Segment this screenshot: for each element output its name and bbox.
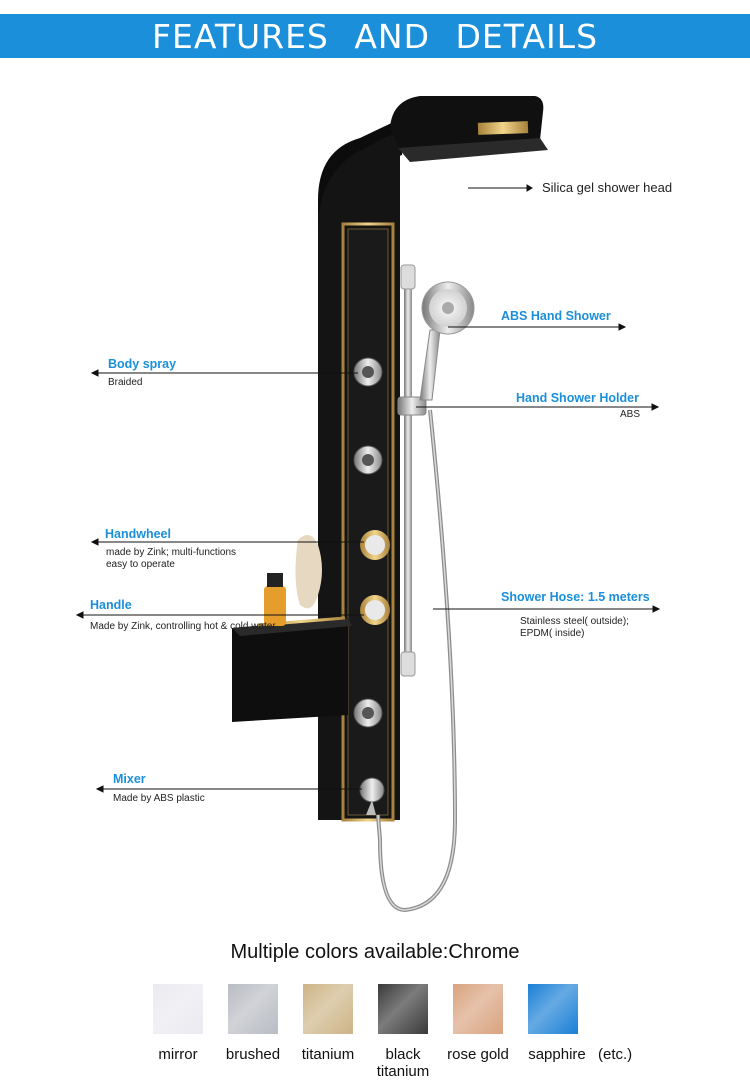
mixer-title: Mixer [113, 772, 146, 786]
swatch-black-titanium [378, 984, 428, 1034]
handwheel-desc-1: made by Zink; multi-functions [106, 547, 237, 558]
rain-shower-head [390, 96, 544, 150]
shower-head-label: Silica gel shower head [542, 180, 673, 195]
mixer-desc: Made by ABS plastic [113, 793, 205, 804]
handle-title: Handle [90, 598, 132, 612]
swatch-mirror [153, 984, 203, 1034]
swatch-label-rose-gold: rose gold [447, 1046, 509, 1063]
hose-desc-2: EPDM( inside) [520, 628, 585, 639]
handwheel-desc-2: easy to operate [106, 559, 175, 570]
handwheel-title: Handwheel [105, 527, 171, 541]
shelf-basket [232, 618, 348, 722]
swatch-label-titanium: titanium [301, 1046, 355, 1063]
hand-shower-holder [397, 396, 427, 416]
handle-desc: Made by Zink, controlling hot & cold wat… [90, 621, 276, 632]
colors-etc: (etc.) [598, 1046, 633, 1063]
swatch-label-black-line1: black [385, 1046, 421, 1063]
hose-desc-1: Stainless steel( outside); [520, 616, 629, 627]
body-spray-desc: Braided [108, 377, 143, 388]
holder-desc: ABS [620, 409, 641, 420]
swatch-sapphire [528, 984, 578, 1034]
colors-title: Multiple colors available:Chrome [230, 941, 520, 963]
swatch-label-sapphire: sapphire [528, 1046, 586, 1063]
swatch-label-brushed: brushed [225, 1046, 281, 1063]
abs-hand-shower-label: ABS Hand Shower [501, 309, 611, 323]
swatch-label-mirror: mirror [158, 1046, 198, 1063]
hose-title: Shower Hose: 1.5 meters [501, 590, 650, 604]
header-banner [0, 14, 750, 58]
swatch-label-black-line2: titanium [376, 1063, 430, 1080]
mixer-valve [359, 777, 385, 803]
banner-title: FEATURES AND DETAILS [151, 17, 599, 56]
holder-title: Hand Shower Holder [516, 391, 639, 405]
body-spray-title: Body spray [108, 357, 177, 371]
slide-bar [404, 265, 412, 675]
swatch-rose-gold [453, 984, 503, 1034]
swatch-label-black-titanium: black titanium [358, 1046, 448, 1080]
swatch-brushed [228, 984, 278, 1034]
swatch-titanium [303, 984, 353, 1034]
